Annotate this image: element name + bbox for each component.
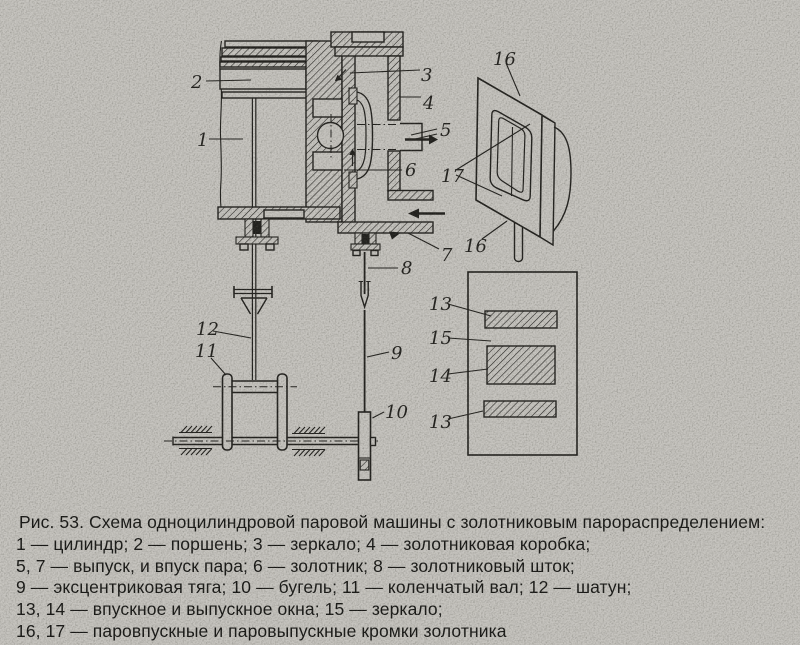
cylinder-section: [217, 40, 356, 380]
crank-web-right: [276, 373, 288, 451]
cylinder-head-strip: [224, 40, 318, 48]
callout-12: 12: [196, 319, 219, 340]
crosshead: [233, 286, 273, 315]
steam-port-upper: [312, 98, 343, 118]
valve-front-face: [475, 76, 543, 239]
callout-14: 14: [429, 366, 452, 387]
bearing-ground: [179, 425, 213, 434]
chest-outer-wall-upper: [387, 55, 401, 121]
callout-8: 8: [401, 258, 412, 279]
cylinder-head-strip: [221, 47, 319, 57]
valve-stem: [513, 221, 524, 263]
inlet-pipe-top-wall: [387, 189, 434, 201]
callout-13b: 13: [429, 412, 452, 433]
piston-rod-gland: [235, 218, 279, 251]
piston-ring-strip: [221, 91, 311, 99]
valve-cavity-dome: [552, 126, 572, 232]
callout-16a: 16: [493, 49, 516, 70]
cylinder-head-strip: [219, 61, 313, 68]
steam-engine-schematic: 1 2 3 4 5 6 7 8 9 10 11 12 13 15 14 13 1…: [164, 31, 578, 481]
crank-mechanism: [164, 252, 381, 481]
port-exhaust: [486, 345, 556, 385]
exhaust-stub: [400, 122, 423, 152]
bearing-ground: [179, 447, 213, 456]
bearing-ground: [292, 448, 326, 457]
slide-valve-3d: [475, 76, 572, 263]
valve-face-plate: [467, 271, 578, 456]
port-inlet-lower: [483, 400, 557, 418]
chest-cover-notch: [351, 31, 385, 43]
valve-bottom-bar: [348, 171, 358, 189]
caption-title: Рис. 53. Схема одноцилиндровой паровой м…: [19, 512, 766, 532]
valve-arch-inner: [356, 99, 367, 172]
callout-1: 1: [197, 130, 208, 151]
callout-7: 7: [441, 245, 453, 266]
callout-2: 2: [190, 72, 202, 93]
caption-line: 13, 14 — впускное и выпускное окна; 15 —…: [16, 599, 443, 620]
caption-line: 1 — цилиндр; 2 — поршень; 3 — зеркало; 4…: [16, 533, 591, 554]
caption-line: 16, 17 — паровпускные и паровыпускные кр…: [16, 620, 507, 641]
callout-3: 3: [421, 65, 432, 86]
callout-4: 4: [422, 93, 434, 114]
inlet-flow-arrow: [408, 208, 445, 219]
callout-5: 5: [440, 120, 451, 141]
crankshaft: [164, 436, 381, 446]
valve-face-wall: [341, 46, 356, 233]
bearing-ground: [292, 426, 326, 435]
callout-6: 6: [405, 160, 416, 181]
callout-16b: 16: [464, 236, 487, 257]
piston: [219, 68, 307, 90]
callout-15: 15: [429, 328, 452, 349]
callout-17: 17: [441, 166, 464, 187]
chest-top-wall: [334, 46, 404, 57]
valve-top-bar: [348, 87, 358, 105]
crank-web-left: [221, 373, 233, 451]
callout-11: 11: [195, 341, 218, 362]
corner-shadow: [389, 231, 401, 240]
callout-10: 10: [385, 402, 408, 423]
inlet-pipe-bottom-wall: [337, 221, 434, 234]
callout-13a: 13: [429, 294, 452, 315]
leader-5: [410, 128, 438, 136]
bottom-cover-recess: [263, 209, 305, 219]
valve-arch-outer: [356, 91, 374, 180]
eccentric-yoke: [357, 411, 377, 481]
figure-caption: Рис. 53. Схема одноцилиндровой паровой м…: [0, 512, 800, 643]
port-inlet-upper: [484, 310, 558, 329]
chest-outer-wall-lower: [387, 150, 401, 192]
steam-port-lower: [312, 151, 343, 171]
caption-line: 5, 7 — выпуск, и впуск пара; 6 — золотни…: [16, 555, 575, 576]
caption-line: 9 — эксцентриковая тяга; 10 — бугель; 11…: [16, 577, 632, 598]
cylinder-head-strip: [220, 56, 319, 62]
callout-9: 9: [391, 343, 402, 364]
